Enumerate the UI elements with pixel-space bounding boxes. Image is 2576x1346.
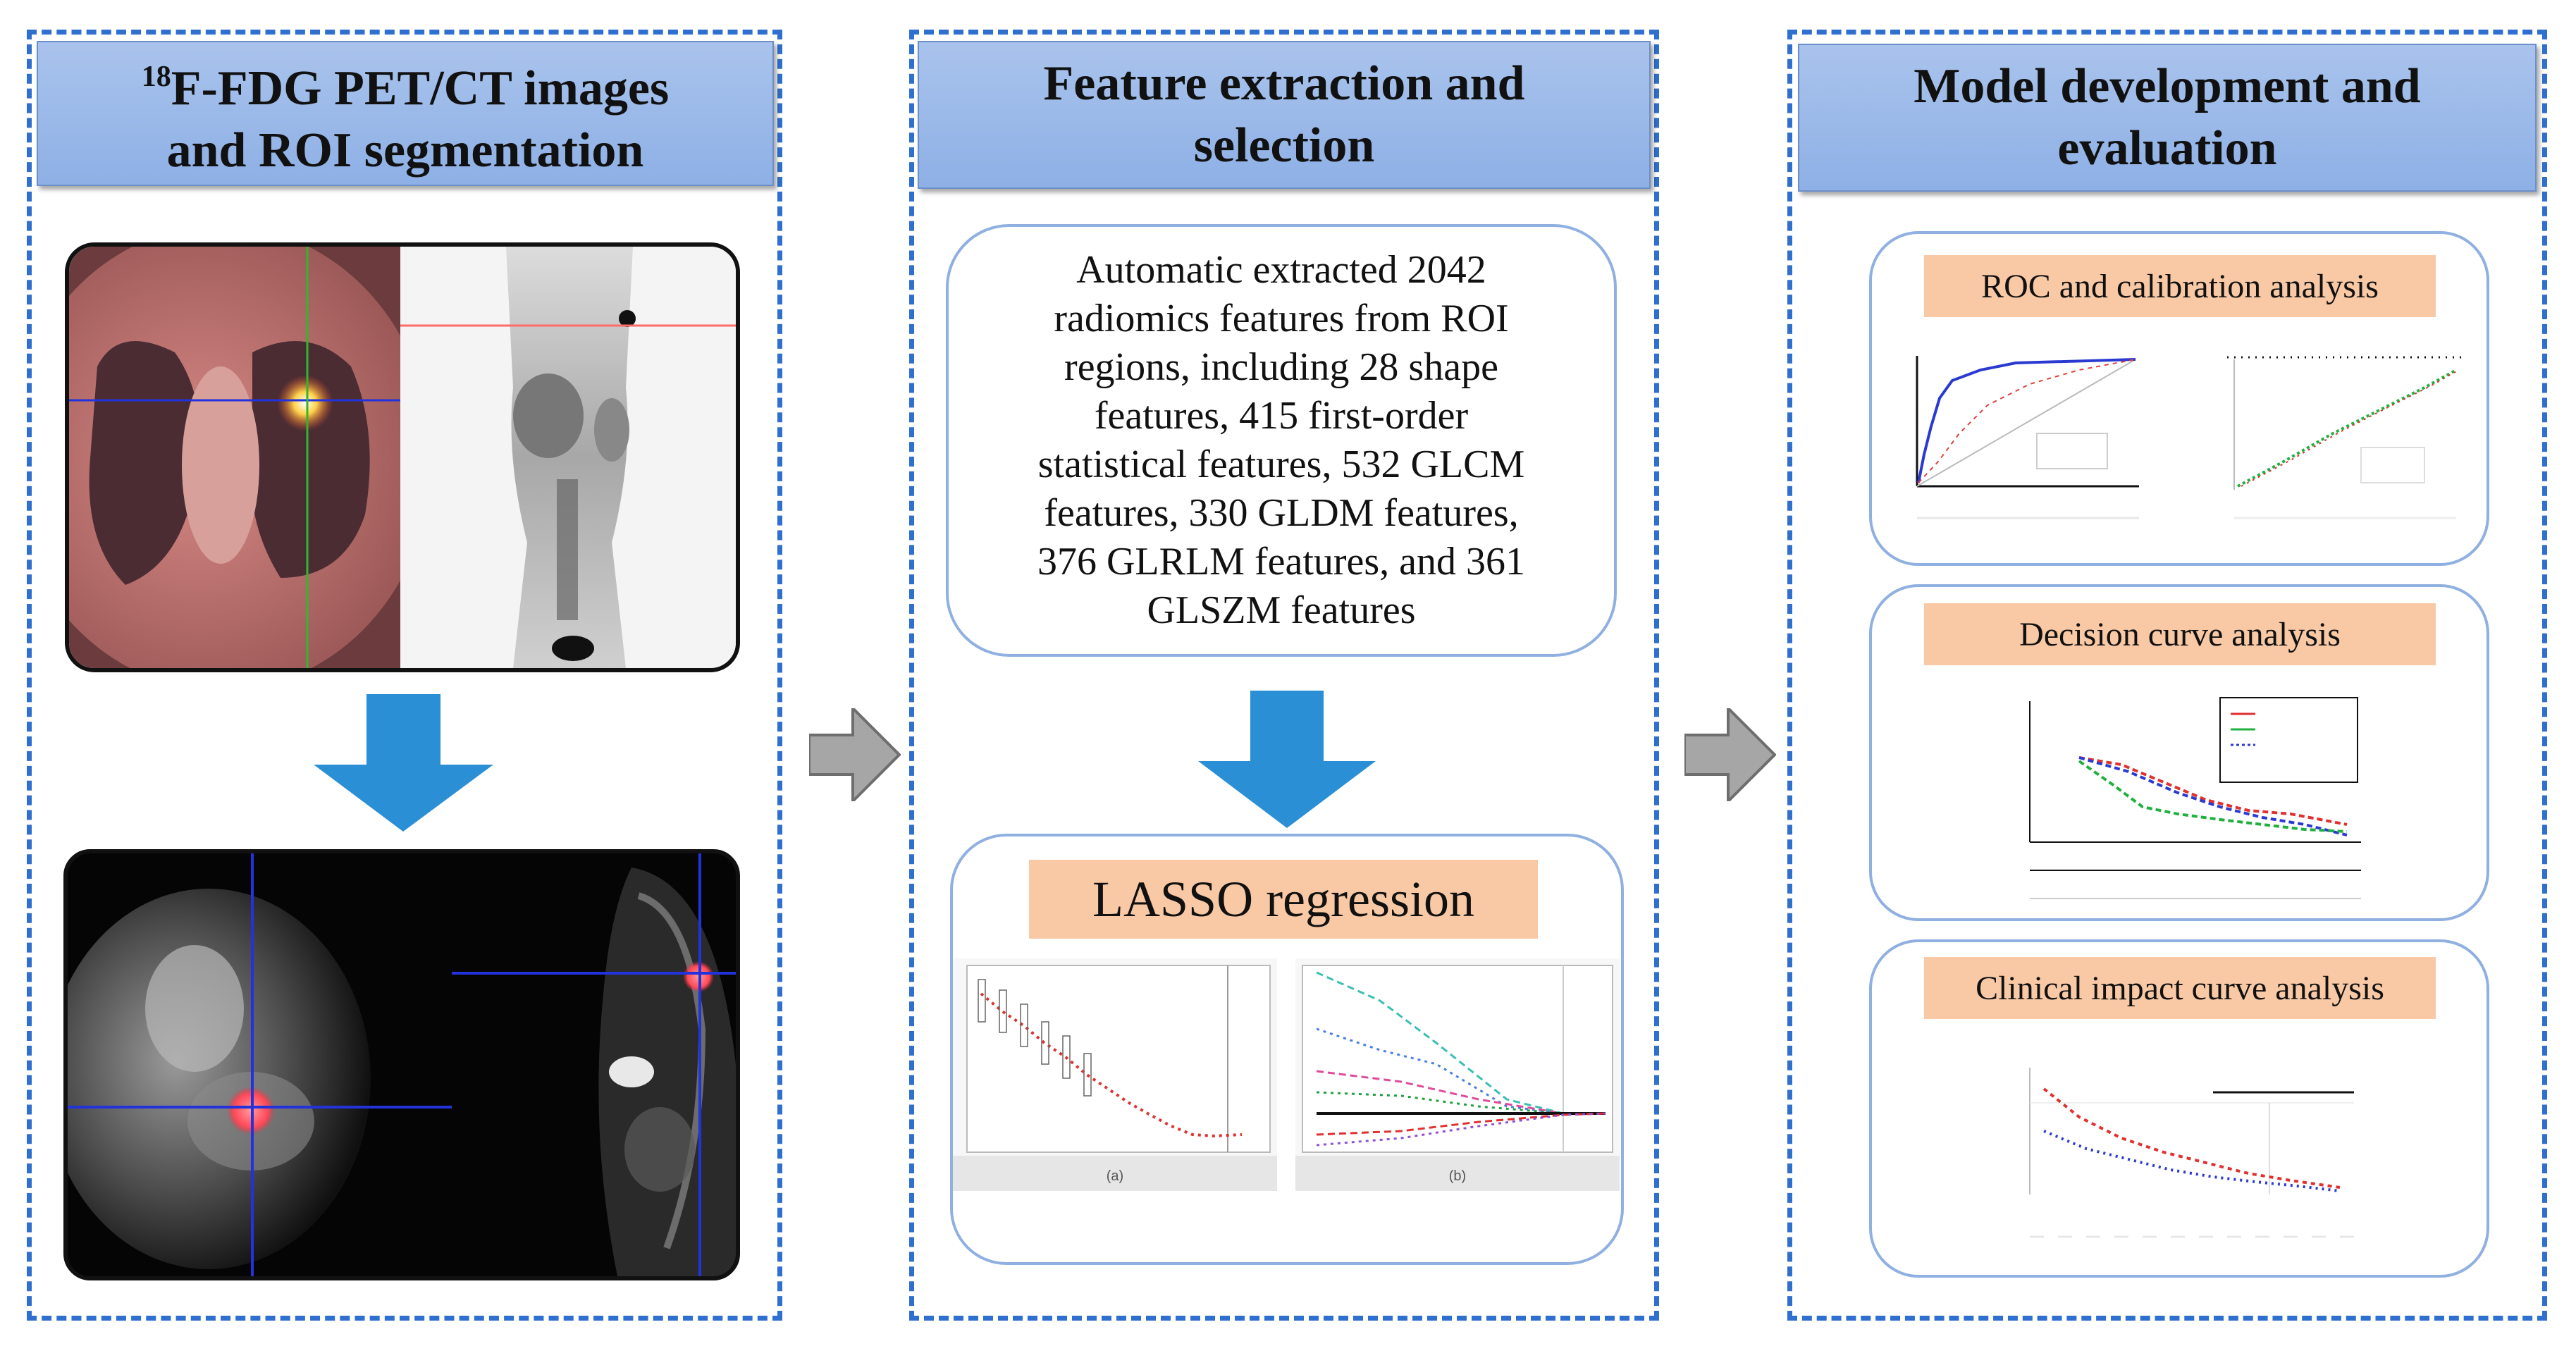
lasso-panel-a-label: (a) [1107,1168,1123,1184]
pet-ct-fusion-image [65,242,740,672]
lasso-cv-points [978,979,1243,1138]
panel-imaging-title: 18F-FDG PET/CT images and ROI segmentati… [37,41,774,186]
title-line2: and ROI segmentation [166,123,644,178]
feature-description-text: Automatic extracted 2042 radiomics featu… [1037,246,1525,635]
roc-calibration-label: ROC and calibration analysis [1924,255,2436,317]
description-line: features, 330 GLDM features, [1044,491,1519,535]
calibration-plot [2227,356,2467,519]
right-arrow-icon [1684,708,1776,801]
down-arrow-icon [1198,691,1376,828]
roc-curve-plot [1916,356,2139,519]
title-line1: Model development and [1913,59,2421,113]
right-arrow-icon [809,708,901,801]
decision-curve-label: Decision curve analysis [1924,603,2436,665]
down-arrow-icon [314,694,493,832]
decision-curve-plot [2029,697,2361,899]
lasso-label: LASSO regression [1029,860,1538,939]
title-line1: Feature extraction and [1043,56,1525,111]
description-line: regions, including 28 shape [1064,345,1498,389]
description-line: radiomics features from ROI [1054,297,1509,340]
panel-feature-extraction [909,30,1659,1321]
description-line: GLSZM features [1147,588,1416,632]
description-line: statistical features, 532 GLCM [1037,443,1525,486]
title-superscript: 18 [141,60,171,93]
description-line: features, 415 first-order [1094,394,1469,438]
clinical-impact-plot [2029,1068,2354,1238]
description-line: Automatic extracted 2042 [1076,248,1486,292]
lasso-cv-plot: (a) [953,958,1277,1191]
description-line: 376 GLRLM features, and 361 [1037,540,1526,584]
lasso-panel-b-label: (b) [1449,1168,1466,1184]
feature-description-box: Automatic extracted 2042 radiomics featu… [946,224,1617,657]
lasso-coefficient-plot: (b) [1295,958,1620,1191]
panel-model-evaluation-title: Model development and evaluation [1798,44,2537,192]
title-line2: evaluation [2057,121,2277,175]
panel-imaging [27,30,782,1321]
clinical-impact-label: Clinical impact curve analysis [1924,957,2436,1019]
pet-segmentation-image [63,849,740,1280]
panel-feature-extraction-title: Feature extraction and selection [918,41,1651,189]
title-line1: F-FDG PET/CT images [171,61,670,116]
title-line2: selection [1193,118,1375,173]
panel-model-evaluation [1787,30,2547,1321]
